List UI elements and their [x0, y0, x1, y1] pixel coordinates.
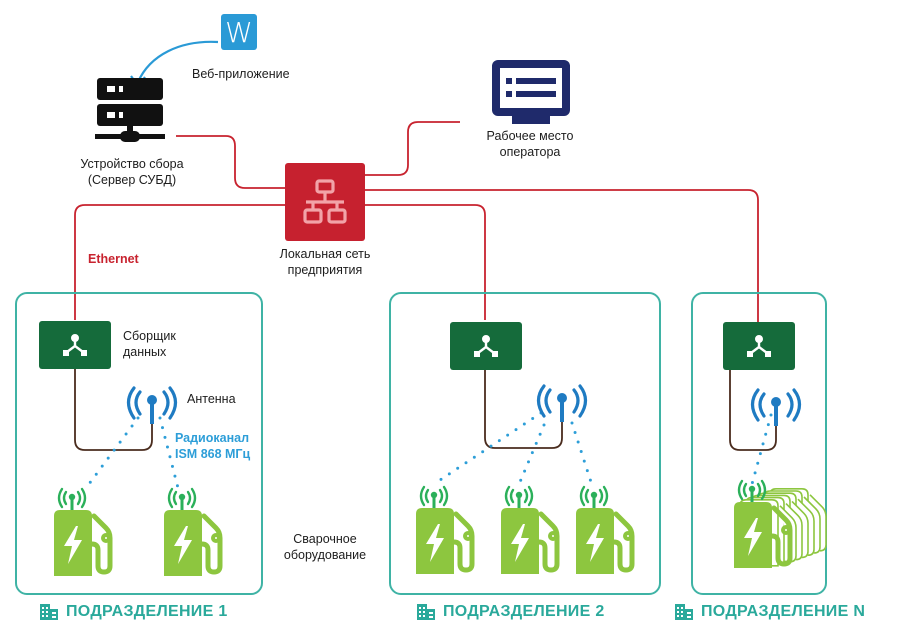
web-app-letter: W	[225, 15, 253, 49]
welding-machine-icon	[501, 485, 560, 574]
radio-link-1b	[158, 416, 180, 490]
hub-icon	[63, 334, 87, 356]
welding-machine-icon	[576, 485, 635, 574]
data-collector-2[interactable]	[450, 322, 522, 370]
server-label: Устройство сбора (Сервер СУБД)	[62, 156, 202, 188]
radio-link-2a	[435, 411, 543, 484]
wire-lan-dept1	[74, 204, 285, 320]
server-label-line2: (Сервер СУБД)	[87, 173, 177, 187]
welding-machine-icon	[54, 487, 113, 576]
radio-label-line2: ISM 868 МГц	[175, 447, 251, 461]
data-collector-1[interactable]	[39, 321, 111, 369]
welding-machine-1-1[interactable]	[48, 486, 120, 578]
operator-node[interactable]	[490, 58, 572, 126]
radio-link-2b	[518, 423, 546, 484]
antenna-label: Антенна	[187, 392, 236, 406]
radio-channel-label: Радиоканал ISM 868 МГц	[175, 430, 250, 462]
radio-link-Na	[750, 413, 773, 486]
radio-link-2c	[570, 421, 593, 484]
department-2-title[interactable]: ПОДРАЗДЕЛЕНИЕ 2	[417, 603, 605, 621]
department-2-box	[389, 292, 661, 595]
lan-node[interactable]	[285, 163, 365, 241]
hub-icon	[747, 335, 771, 357]
wire-collector-antenna-N	[729, 370, 777, 451]
web-app-arrow	[136, 40, 219, 83]
welding-equipment-label: Сварочное оборудование	[270, 531, 380, 563]
antenna-icon	[536, 384, 588, 422]
building-icon	[675, 604, 693, 620]
radio-label-line1: Радиоканал	[175, 431, 250, 445]
department-1-title[interactable]: ПОДРАЗДЕЛЕНИЕ 1	[40, 603, 228, 621]
lan-label: Локальная сеть предприятия	[255, 246, 395, 278]
welding-machine-stack[interactable]	[728, 478, 828, 570]
antenna-icon	[750, 388, 802, 426]
server-icon	[95, 78, 165, 142]
wire-server-lan	[176, 135, 285, 189]
welding-label-line2: оборудование	[283, 548, 367, 562]
building-icon	[40, 604, 58, 620]
welding-machine-front	[728, 478, 800, 575]
operator-label-line1: Рабочее место	[486, 129, 574, 143]
hub-icon	[474, 335, 498, 357]
operator-label: Рабочее место оператора	[470, 128, 590, 160]
wire-lan-dept2	[365, 204, 486, 320]
lan-label-line1: Локальная сеть	[279, 247, 371, 261]
wire-operator-lan	[365, 121, 460, 176]
wire-lan-deptN	[365, 189, 759, 322]
department-2-title-text: ПОДРАЗДЕЛЕНИЕ 2	[443, 603, 605, 620]
department-N-title[interactable]: ПОДРАЗДЕЛЕНИЕ N	[675, 603, 865, 621]
building-icon	[417, 604, 435, 620]
collector-label: Сборщик данных	[123, 328, 176, 360]
ethernet-label: Ethernet	[88, 252, 139, 266]
welding-machine-icon	[164, 487, 223, 576]
collector-label-line1: Сборщик	[123, 329, 176, 343]
collector-label-line2: данных	[123, 345, 167, 359]
welding-machine-icon	[416, 485, 475, 574]
welding-label-line1: Сварочное	[293, 532, 357, 546]
welding-machine-2-3[interactable]	[570, 484, 642, 576]
server-label-line1: Устройство сбора	[80, 157, 184, 171]
web-app-node[interactable]: W	[221, 14, 257, 50]
operator-label-line2: оператора	[499, 145, 561, 159]
welding-machine-1-2[interactable]	[158, 486, 230, 578]
data-collector-N[interactable]	[723, 322, 795, 370]
wire-collector-antenna-2	[484, 370, 563, 449]
network-icon	[303, 179, 347, 224]
welding-machine-2-1[interactable]	[410, 484, 482, 576]
department-1-title-text: ПОДРАЗДЕЛЕНИЕ 1	[66, 603, 228, 620]
department-N-title-text: ПОДРАЗДЕЛЕНИЕ N	[701, 603, 866, 620]
department-1-box	[15, 292, 263, 595]
lan-label-line2: предприятия	[287, 263, 363, 277]
antenna-icon	[126, 386, 178, 424]
monitor-icon	[492, 60, 570, 124]
server-node[interactable]	[95, 76, 165, 148]
web-app-w-icon: W	[221, 14, 257, 50]
web-app-label: Веб-приложение	[192, 67, 290, 81]
department-N-box	[691, 292, 827, 595]
welding-machine-2-2[interactable]	[495, 484, 567, 576]
